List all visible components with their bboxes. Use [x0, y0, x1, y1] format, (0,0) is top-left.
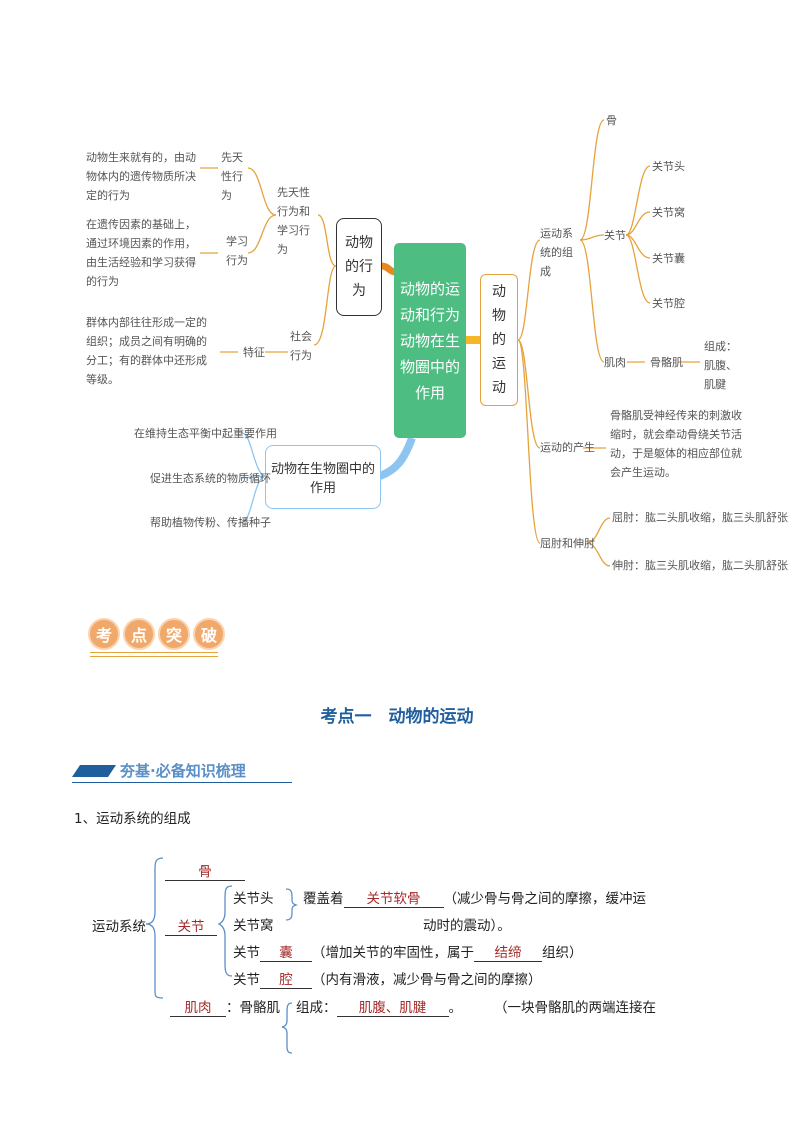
role-node-label: 动物在生物圈中的作用: [270, 462, 375, 496]
badge-underline: [90, 652, 218, 653]
muscle-note: （一块骨骼肌的两端连接在: [494, 1000, 656, 1016]
composition-blank: 肌腹、肌腱: [336, 996, 449, 1017]
system-label: 运动系统的组成: [540, 227, 573, 278]
learned-description: 在遗传因素的基础上，通过环境因素的作用，由生活经验和学习获得的行为: [86, 218, 196, 288]
bone-label: 骨: [606, 114, 617, 127]
subsection-bar-tail: [108, 765, 116, 777]
joint-part-3: 关节囊: [652, 252, 685, 265]
center-node: 动物的运动和行为 动物在生物圈中的作用: [394, 243, 466, 438]
subsection-marker: [72, 765, 80, 777]
composition-label: 组成：: [296, 1000, 337, 1016]
innate-label: 先天性行为: [221, 151, 243, 202]
capsule-row: 关节囊（增加关节的牢固性，属于结缔组织）: [233, 941, 583, 962]
cavity-note: （内有滑液，减少骨与骨之间的摩擦）: [312, 972, 542, 988]
capsule-prefix: 关节: [233, 945, 260, 961]
flex-ext-label: 屈肘和伸肘: [540, 537, 595, 550]
muscle-row: 肌肉：骨骼肌: [170, 996, 280, 1017]
composition-row: 组成：肌腹、肌腱。: [296, 996, 462, 1017]
muscle-colon-text: ：骨骼肌: [226, 1000, 280, 1016]
muscle-label: 肌肉: [604, 356, 626, 369]
composition-end: 。: [448, 1000, 463, 1016]
item-1-heading: 1、运动系统的组成: [74, 811, 191, 827]
tree-bone-row: 骨: [165, 860, 245, 881]
innate-learned-label: 先天性行为和学习行为: [277, 186, 310, 256]
social-label: 社会行为: [290, 330, 312, 362]
tissue-blank: 结缔: [474, 941, 542, 962]
social-description: 群体内部往往形成一定的组织；成员之间有明确的分工；有的群体中还形成等级。: [86, 316, 207, 386]
movement-node: 动物的运动: [480, 274, 518, 406]
kaodian-badge: 考 点 突 破: [88, 618, 228, 650]
cartilage-note: （减少骨与骨之间的摩擦，缓冲运: [443, 891, 647, 907]
role-item-1: 在维持生态平衡中起重要作用: [134, 427, 277, 440]
badge-char: 破: [193, 618, 225, 650]
subsection-header: 夯基·必备知识梳理: [72, 760, 292, 783]
joint-label: 关节: [604, 229, 626, 242]
center-node-label: 动物的运动和行为 动物在生物圈中的作用: [399, 279, 460, 402]
cartilage-blank: 关节软骨: [343, 887, 444, 908]
tree-braces: [145, 857, 299, 1054]
tree-root: 运动系统: [92, 919, 146, 935]
joint-part-1: 关节头: [652, 160, 685, 173]
behavior-node: 动物的行为: [336, 218, 382, 316]
capsule-note-a: （增加关节的牢固性，属于: [312, 945, 474, 961]
badge-char: 考: [88, 618, 120, 650]
cavity-prefix: 关节: [233, 972, 260, 988]
covered-text: 覆盖着: [303, 891, 344, 907]
joint-head-label: 关节头: [233, 891, 274, 907]
role-node: 动物在生物圈中的作用: [265, 445, 381, 509]
badge-char: 点: [123, 618, 155, 650]
section-title: 考点一 动物的运动: [320, 707, 474, 727]
capsule-note-b: 组织）: [542, 945, 583, 961]
feature-label: 特征: [243, 346, 265, 359]
tree-joint-row: 关节: [165, 915, 217, 936]
cavity-row: 关节腔（内有滑液，减少骨与骨之间的摩擦）: [233, 968, 542, 989]
joint-part-2: 关节窝: [652, 206, 685, 219]
movement-node-label: 动物的运动: [492, 284, 506, 396]
capsule-blank: 囊: [260, 941, 312, 962]
subsection-bar: [80, 765, 108, 777]
role-item-3: 帮助植物传粉、传播种子: [150, 516, 271, 529]
cavity-blank: 腔: [260, 968, 312, 989]
subsection-title: 夯基·必备知识梳理: [120, 762, 246, 780]
joint-socket-label: 关节窝: [233, 918, 274, 934]
production-description: 骨骼肌受神经传来的刺激收缩时，就会牵动骨绕关节活动，于是躯体的相应部位就会产生运…: [610, 409, 742, 479]
ext-description: 伸肘：肱三头肌收缩，肱二头肌舒张: [612, 559, 788, 572]
flex-description: 屈肘：肱二头肌收缩，肱三头肌舒张: [612, 511, 788, 524]
bone-blank: 骨: [165, 860, 245, 881]
joint-part-4: 关节腔: [652, 297, 685, 310]
behavior-node-label: 动物的行为: [345, 235, 373, 299]
badge-underline: [90, 656, 218, 657]
cartilage-row: 覆盖着关节软骨（减少骨与骨之间的摩擦，缓冲运: [303, 887, 673, 908]
badge-char: 突: [158, 618, 190, 650]
muscle-blank: 肌肉: [170, 996, 226, 1017]
joint-blank: 关节: [165, 915, 217, 936]
mindmap-connectors: [200, 119, 700, 567]
role-item-2: 促进生态系统的物质循环: [150, 472, 271, 485]
learned-label: 学习行为: [226, 235, 248, 267]
muscle-composition: 组成：肌腹、肌腱: [704, 340, 737, 391]
skeletal-muscle-label: 骨骼肌: [650, 356, 683, 369]
innate-description: 动物生来就有的，由动物体内的遗传物质所决定的行为: [86, 151, 196, 202]
production-label: 运动的产生: [540, 441, 595, 454]
cartilage-note-cont: 动时的震动）。: [423, 918, 511, 934]
